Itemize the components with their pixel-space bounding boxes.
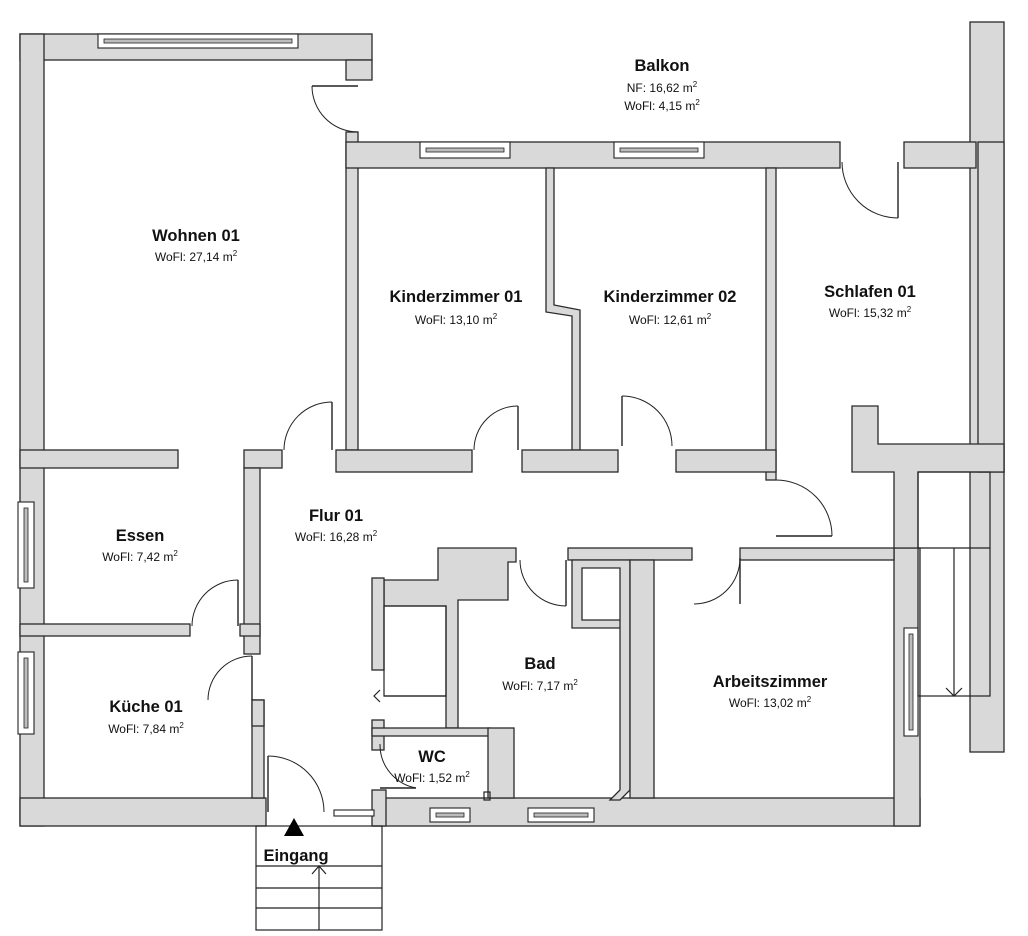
wall xyxy=(487,727,515,799)
wall xyxy=(19,449,179,469)
wall xyxy=(567,547,693,561)
room-name: Essen xyxy=(116,527,165,545)
door-swing xyxy=(775,479,833,537)
room-kinderzimmer-02: Kinderzimmer 02 WoFl: 12,61 m2 xyxy=(604,288,737,327)
room-area: WoFl: 7,17 m2 xyxy=(502,678,578,693)
room-name: Schlafen 01 xyxy=(824,283,916,301)
wall xyxy=(903,141,977,169)
door-swing xyxy=(267,755,325,813)
door-swing xyxy=(841,161,899,219)
window xyxy=(419,141,511,159)
windows xyxy=(17,33,919,823)
room-wohnen-01: Wohnen 01 WoFl: 27,14 m2 xyxy=(152,227,240,264)
room-bad: Bad WoFl: 7,17 m2 xyxy=(502,655,578,693)
door-swing xyxy=(621,395,673,447)
room-kinderzimmer-01: Kinderzimmer 01 WoFl: 13,10 m2 xyxy=(390,288,523,327)
room-schlafen-01: Schlafen 01 WoFl: 15,32 m2 xyxy=(824,283,916,320)
door-swing xyxy=(283,401,333,451)
door-swing xyxy=(207,655,253,701)
room-area: WoFl: 7,42 m2 xyxy=(102,549,178,564)
window xyxy=(613,141,705,159)
room-area: WoFl: 15,32 m2 xyxy=(829,305,912,320)
wall xyxy=(371,727,491,737)
window xyxy=(429,807,471,823)
room-wc: WC WoFl: 1,52 m2 xyxy=(394,748,470,785)
room-name: Bad xyxy=(524,655,555,673)
room-area: NF: 16,62 m2 xyxy=(627,80,698,95)
window xyxy=(17,651,35,735)
wall xyxy=(383,547,517,729)
room-area: WoFl: 1,52 m2 xyxy=(394,770,470,785)
door-swing xyxy=(693,557,741,605)
window xyxy=(903,627,919,737)
wall xyxy=(371,789,387,827)
wall xyxy=(765,167,777,481)
wall xyxy=(977,141,1005,473)
wall xyxy=(675,449,777,473)
room-area-secondary: WoFl: 4,15 m2 xyxy=(624,98,700,113)
room-name: Kinderzimmer 02 xyxy=(604,288,737,306)
room-essen: Essen WoFl: 7,42 m2 xyxy=(102,527,178,564)
wall xyxy=(345,59,373,81)
room-name: Wohnen 01 xyxy=(152,227,240,245)
door-swing xyxy=(473,405,519,451)
room-balkon: Balkon NF: 16,62 m2 WoFl: 4,15 m2 xyxy=(624,57,700,113)
doors xyxy=(191,85,899,813)
wall xyxy=(243,467,261,655)
window xyxy=(97,33,299,49)
room-name: Kinderzimmer 01 xyxy=(390,288,523,306)
wall xyxy=(629,559,655,799)
room-area: WoFl: 16,28 m2 xyxy=(295,529,378,544)
wall xyxy=(371,577,385,671)
wall xyxy=(739,547,895,561)
stairs xyxy=(255,471,991,931)
wall xyxy=(345,131,359,451)
room-name: WC xyxy=(418,748,446,766)
wall xyxy=(251,699,265,727)
room-kueche-01: Küche 01 WoFl: 7,84 m2 xyxy=(108,698,184,736)
room-flur-01: Flur 01 WoFl: 16,28 m2 xyxy=(295,507,378,544)
wall xyxy=(19,797,267,827)
wall xyxy=(243,449,283,469)
wall xyxy=(19,623,191,637)
room-name: Arbeitszimmer xyxy=(713,673,828,691)
wall xyxy=(545,167,581,451)
door-swing xyxy=(519,559,567,607)
room-name: Balkon xyxy=(634,57,689,75)
room-area: WoFl: 7,84 m2 xyxy=(108,721,184,736)
room-name: Flur 01 xyxy=(309,507,363,525)
wall xyxy=(571,559,631,801)
room-labels: Wohnen 01 WoFl: 27,14 m2 Balkon NF: 16,6… xyxy=(102,57,916,865)
room-name: Küche 01 xyxy=(109,698,182,716)
door-swing xyxy=(311,85,359,133)
door-swing xyxy=(379,743,417,789)
window xyxy=(17,501,35,589)
wall xyxy=(521,449,619,473)
entrance-arrow xyxy=(284,818,304,836)
window xyxy=(333,809,375,817)
room-area: WoFl: 12,61 m2 xyxy=(629,312,712,327)
door-swing xyxy=(191,579,239,627)
room-area: WoFl: 13,10 m2 xyxy=(415,312,498,327)
room-arbeitszimmer: Arbeitszimmer WoFl: 13,02 m2 xyxy=(713,673,828,710)
wall xyxy=(239,623,261,637)
entrance-label: Eingang xyxy=(263,847,328,865)
room-area: WoFl: 13,02 m2 xyxy=(729,695,812,710)
wall xyxy=(335,449,473,473)
window xyxy=(527,807,595,823)
room-area: WoFl: 27,14 m2 xyxy=(155,249,238,264)
